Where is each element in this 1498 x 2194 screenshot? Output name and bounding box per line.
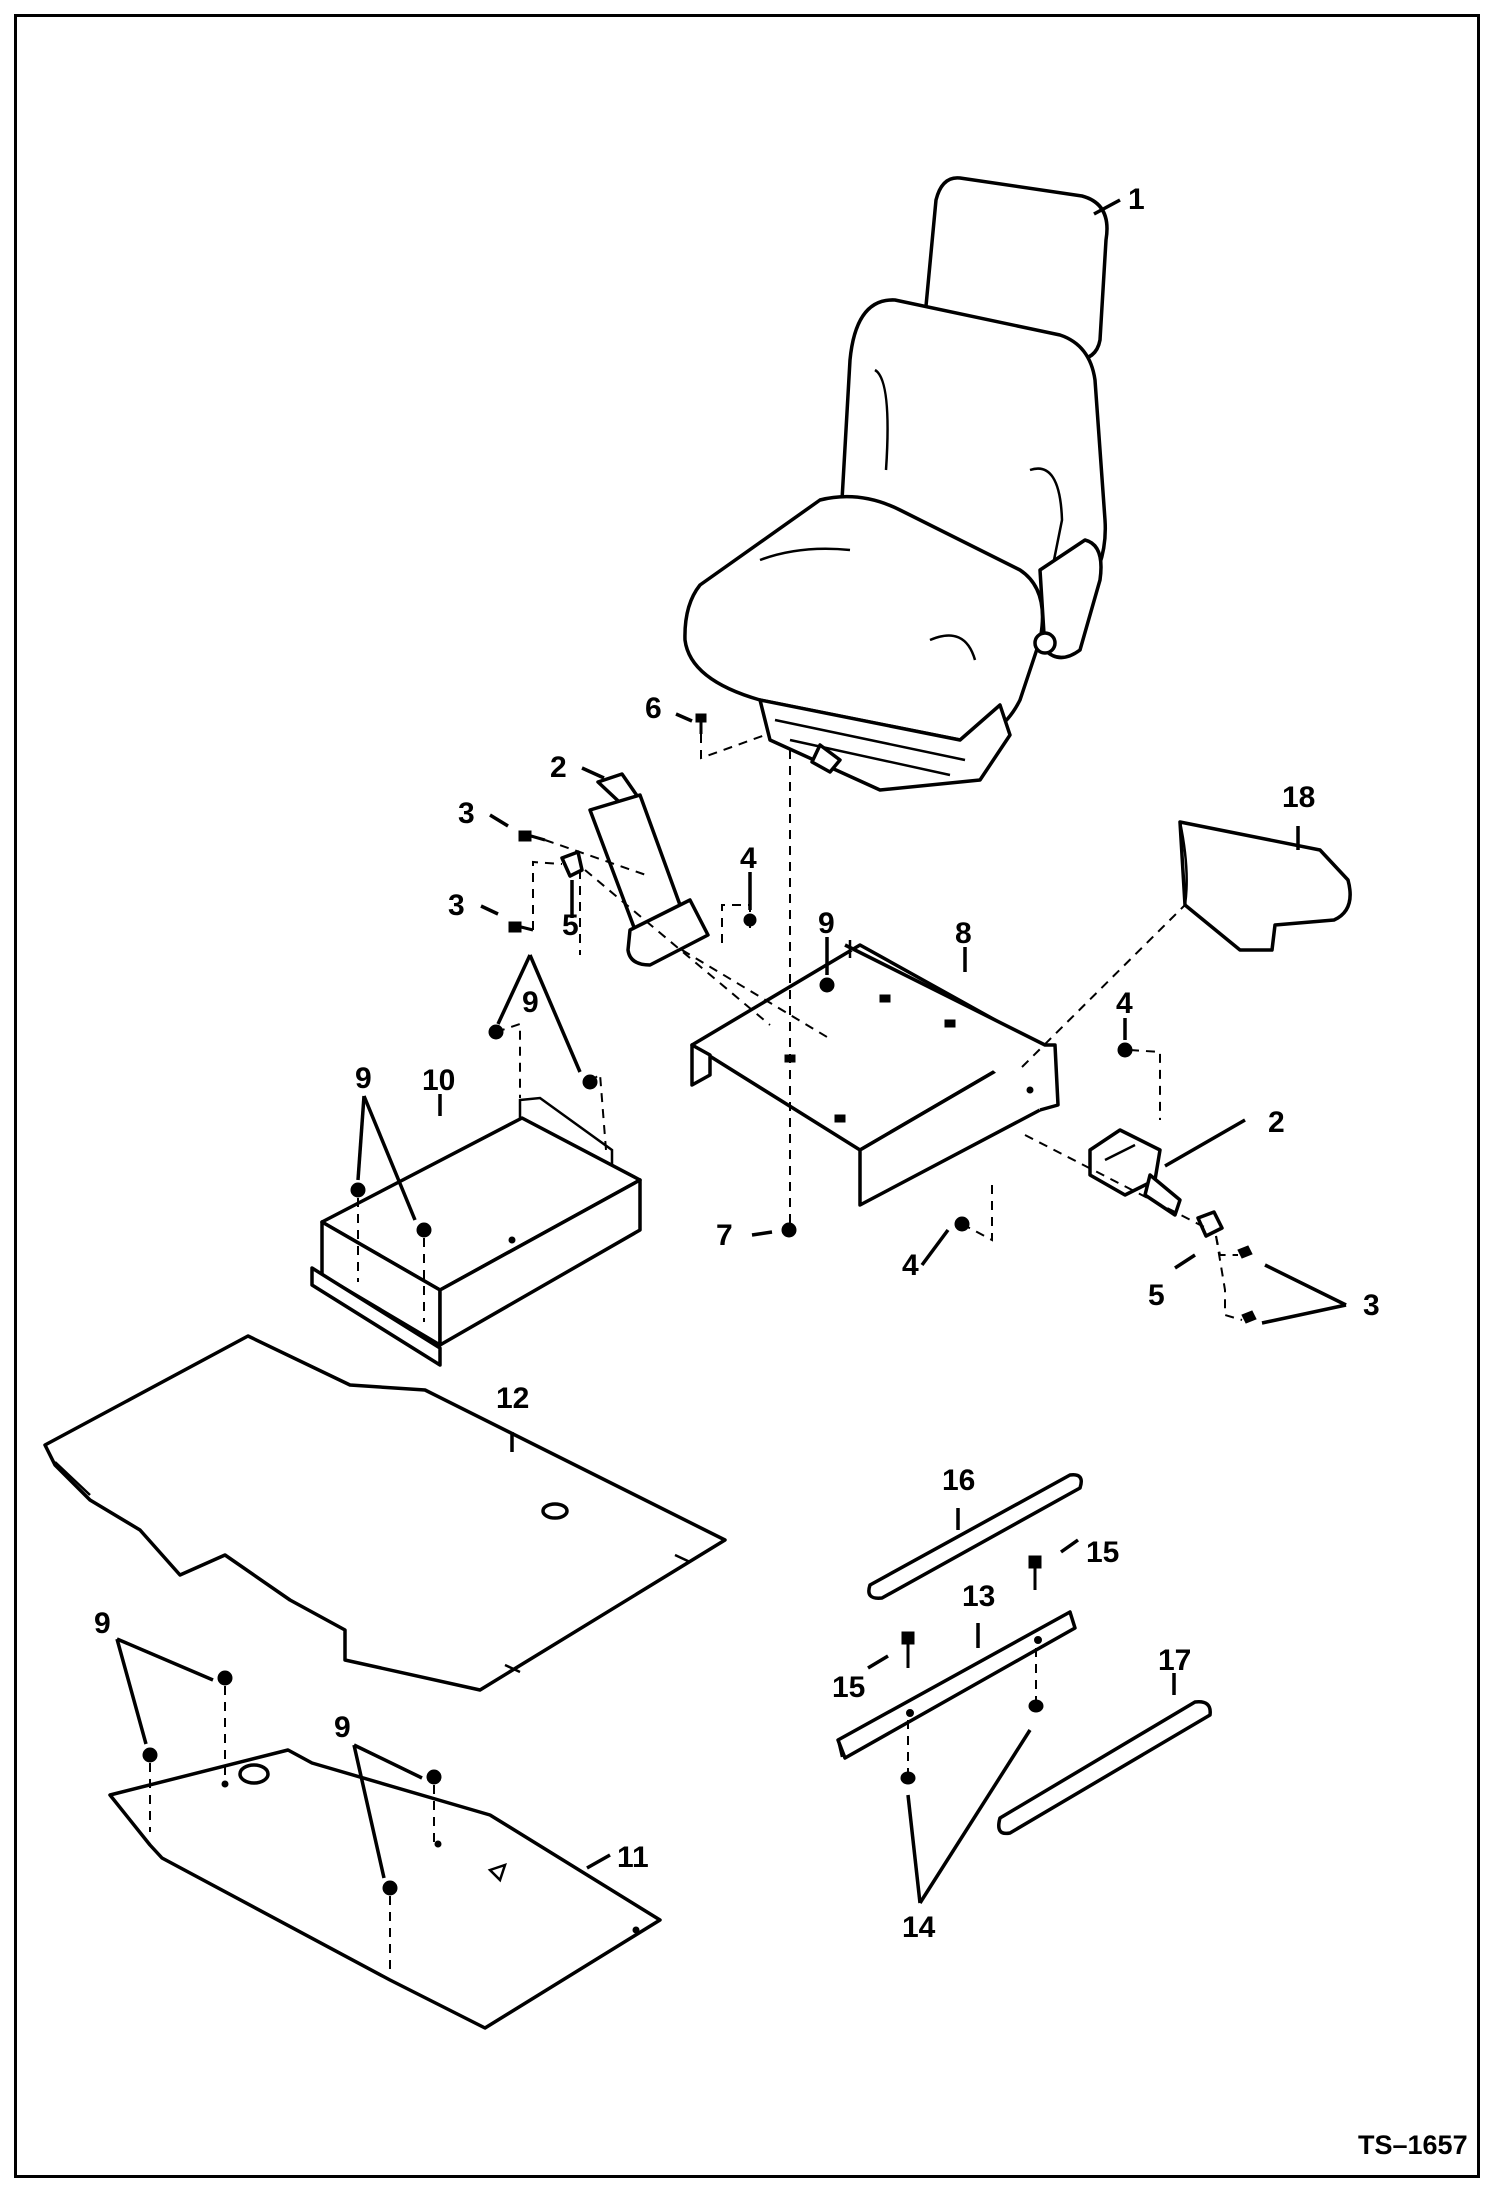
seat-mount-bracket bbox=[690, 940, 1060, 1207]
callout-11: 11 bbox=[617, 1841, 649, 1874]
callout-9-plate-right: 9 bbox=[334, 1711, 351, 1744]
callout-4-lower: 4 bbox=[902, 1249, 919, 1282]
callout-6: 6 bbox=[645, 692, 662, 725]
armrest bbox=[1178, 820, 1352, 952]
assembly-lines bbox=[149, 733, 1243, 1970]
callout-9-plate-left: 9 bbox=[94, 1607, 111, 1640]
callout-9-box-left: 9 bbox=[355, 1062, 372, 1095]
callout-15-left: 15 bbox=[832, 1671, 865, 1704]
callout-5-upper: 5 bbox=[562, 909, 579, 942]
callout-7: 7 bbox=[716, 1219, 733, 1252]
callout-2-lower: 2 bbox=[1268, 1106, 1285, 1139]
leader-lines bbox=[115, 198, 1347, 1904]
callout-17: 17 bbox=[1158, 1644, 1191, 1677]
callout-4-upper: 4 bbox=[740, 842, 757, 875]
seat-belt-latch bbox=[1088, 1128, 1224, 1238]
floor-mat bbox=[43, 1334, 727, 1692]
callout-16: 16 bbox=[942, 1464, 975, 1497]
seat-belt-buckle bbox=[588, 772, 710, 967]
callout-1: 1 bbox=[1128, 183, 1145, 216]
callout-3-lower: 3 bbox=[1363, 1289, 1380, 1322]
mounting-rail bbox=[836, 1610, 1077, 1760]
trim-strip-17 bbox=[997, 1700, 1212, 1836]
callout-14: 14 bbox=[902, 1911, 936, 1944]
callout-15-right: 15 bbox=[1086, 1536, 1119, 1569]
trim-strip-16 bbox=[867, 1473, 1083, 1600]
callout-3-upper-a: 3 bbox=[458, 797, 475, 830]
callout-4-right: 4 bbox=[1116, 987, 1133, 1020]
callout-3-upper-b: 3 bbox=[448, 889, 465, 922]
callout-2-upper: 2 bbox=[550, 751, 567, 784]
callout-5-lower: 5 bbox=[1148, 1279, 1165, 1312]
callout-13: 13 bbox=[962, 1580, 995, 1613]
callout-9-bracket: 9 bbox=[818, 907, 835, 940]
seat bbox=[683, 176, 1109, 792]
callout-9-box-top: 9 bbox=[522, 986, 539, 1019]
hardware bbox=[142, 713, 1257, 1896]
callouts: 1 6 2 3 3 4 5 9 8 18 4 2 9 9 10 7 4 5 3 … bbox=[94, 183, 1468, 2160]
figure-id: TS–1657 bbox=[1358, 2130, 1468, 2160]
storage-box bbox=[310, 1096, 642, 1367]
callout-18: 18 bbox=[1282, 781, 1315, 814]
callout-8: 8 bbox=[955, 917, 972, 950]
callout-12: 12 bbox=[496, 1382, 529, 1415]
callout-10: 10 bbox=[422, 1064, 455, 1097]
